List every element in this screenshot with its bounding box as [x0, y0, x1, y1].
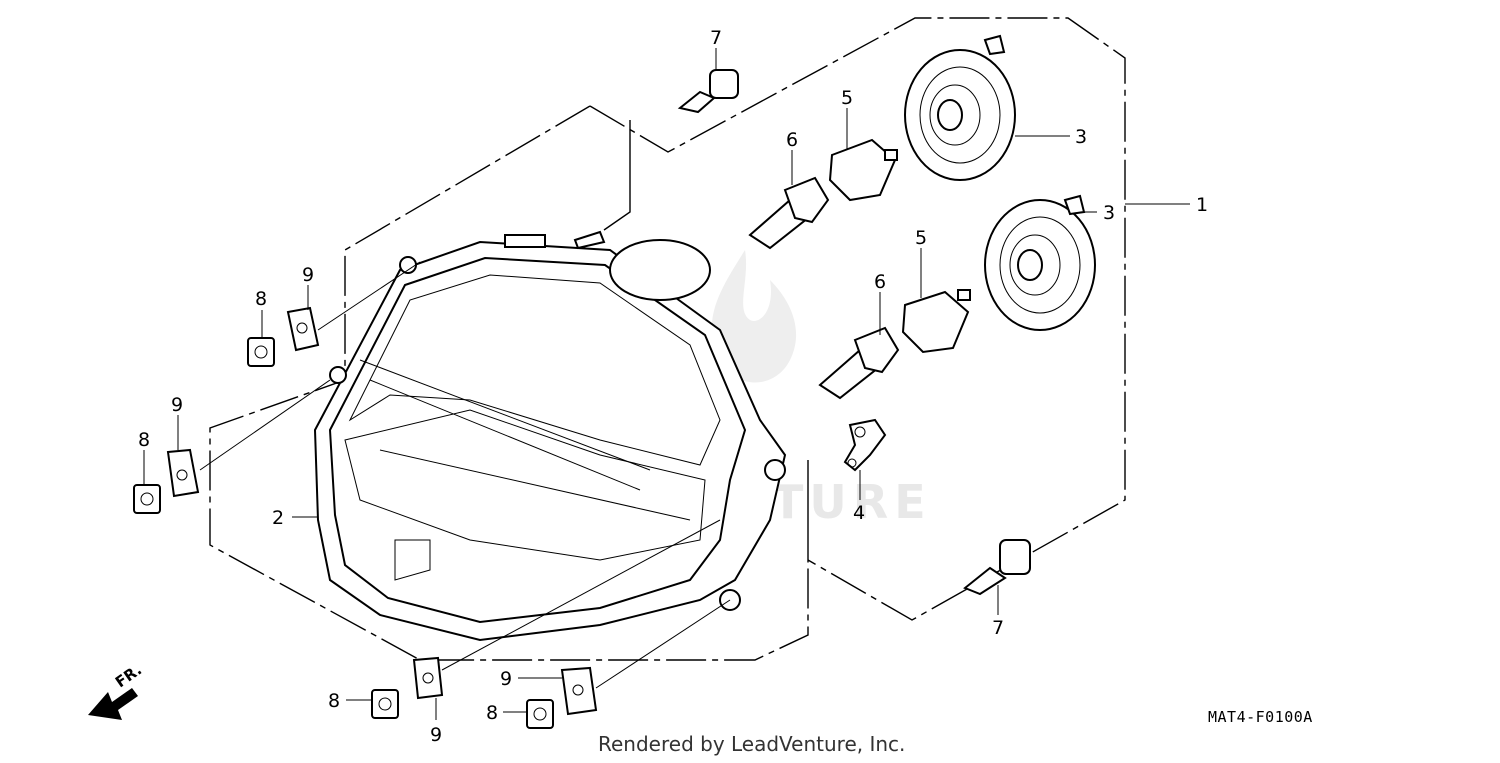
clip-b — [166, 448, 200, 498]
nut-b — [133, 484, 161, 514]
credit-text: Rendered by LeadVenture, Inc. — [598, 732, 905, 756]
callout-8-a: 8 — [255, 288, 267, 310]
callout-6-upper: 6 — [786, 129, 798, 151]
callout-3-lower: 3 — [1103, 202, 1115, 224]
clip-c — [412, 656, 444, 700]
clip-d — [560, 666, 598, 716]
callout-3-upper: 3 — [1075, 126, 1087, 148]
callout-9-b: 9 — [171, 394, 183, 416]
arrow-icon — [88, 688, 138, 720]
callout-5-upper: 5 — [841, 87, 853, 109]
callout-7-upper: 7 — [710, 27, 722, 49]
screw-upper — [677, 69, 739, 114]
callout-8-c: 8 — [328, 690, 340, 712]
front-direction-arrow: FR. — [88, 661, 145, 720]
clip-a — [286, 306, 320, 352]
headlight-bulb-lower — [818, 326, 900, 400]
assembly-outline — [209, 17, 1126, 661]
callout-5-lower: 5 — [915, 227, 927, 249]
position-light-socket — [843, 418, 887, 472]
headlight-bulb-upper — [748, 176, 830, 250]
callout-9-d: 9 — [500, 668, 512, 690]
callout-6-lower: 6 — [874, 271, 886, 293]
callout-9-c: 9 — [430, 724, 442, 746]
nut-a — [247, 337, 275, 367]
nut-d — [526, 699, 554, 729]
callout-8-b: 8 — [138, 429, 150, 451]
dust-cap-upper — [904, 34, 1016, 181]
callouts: 1 2 3 3 4 5 5 6 6 7 7 8 8 8 8 9 9 9 9 — [138, 27, 1208, 746]
leader-lines — [143, 48, 1190, 720]
nut-c — [371, 689, 399, 719]
front-arrow-label: FR. — [112, 661, 145, 692]
diagram-code: MAT4-F0100A — [1208, 708, 1313, 726]
callout-8-d: 8 — [486, 702, 498, 724]
screw-lower — [963, 539, 1031, 596]
callout-7-lower: 7 — [992, 617, 1004, 639]
callout-1: 1 — [1196, 194, 1208, 216]
bulb-socket-upper — [828, 138, 898, 202]
callout-9-a: 9 — [302, 264, 314, 286]
callout-2: 2 — [272, 507, 284, 529]
callout-4: 4 — [853, 502, 865, 524]
headlight-body — [313, 230, 787, 642]
dust-cap-lower — [984, 194, 1096, 331]
bulb-socket-lower — [901, 289, 971, 354]
